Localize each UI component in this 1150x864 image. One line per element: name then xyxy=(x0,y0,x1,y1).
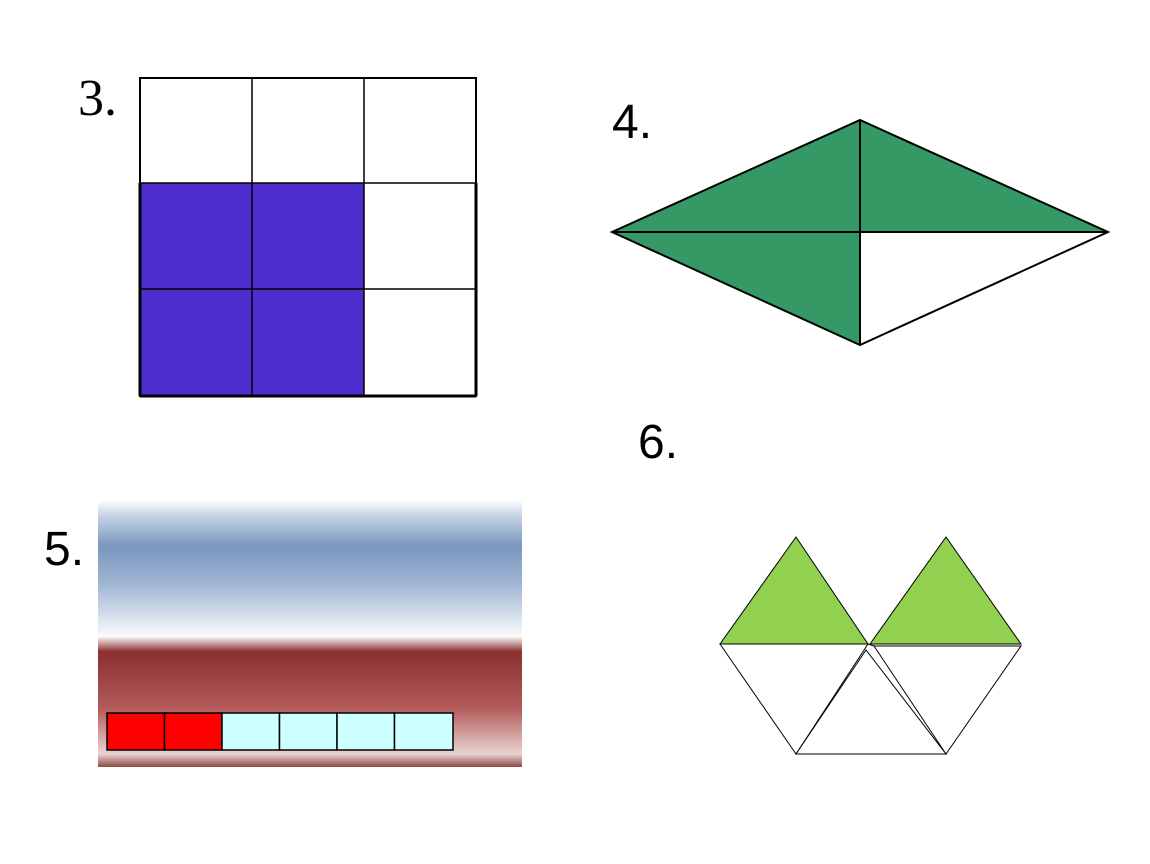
triangle-edge xyxy=(867,643,875,647)
bar-segment-shaded xyxy=(106,712,166,751)
grid-cell-shaded xyxy=(140,183,252,289)
triangle-shaded xyxy=(719,536,869,645)
figure-4-rhombus: 4. xyxy=(609,96,1111,347)
bar-segment-shaded xyxy=(163,712,223,751)
figure-3-label: 3. xyxy=(78,70,117,127)
figure-3-square-grid: 3. xyxy=(78,70,478,398)
triangle-white xyxy=(795,649,948,755)
figure-6-triangle-hexagon: 6. xyxy=(638,416,1022,755)
figure-5-label: 5. xyxy=(44,523,84,576)
figure-5-bar: 5. xyxy=(44,500,522,767)
figure-6-label: 6. xyxy=(638,416,678,469)
grid-cell-shaded xyxy=(140,289,252,396)
figure-4-label: 4. xyxy=(612,96,652,149)
triangle-white xyxy=(719,643,869,755)
bar-segment-light xyxy=(336,712,396,751)
bar-segment-light xyxy=(393,712,454,751)
background-band-blue xyxy=(98,500,522,640)
grid-cell-shaded xyxy=(252,289,364,396)
bar-segment-light xyxy=(278,712,338,751)
triangle-shaded xyxy=(869,536,1022,645)
triangle-white xyxy=(873,645,1022,755)
grid-cell-shaded xyxy=(252,183,364,289)
bar-segment-light xyxy=(221,712,281,751)
